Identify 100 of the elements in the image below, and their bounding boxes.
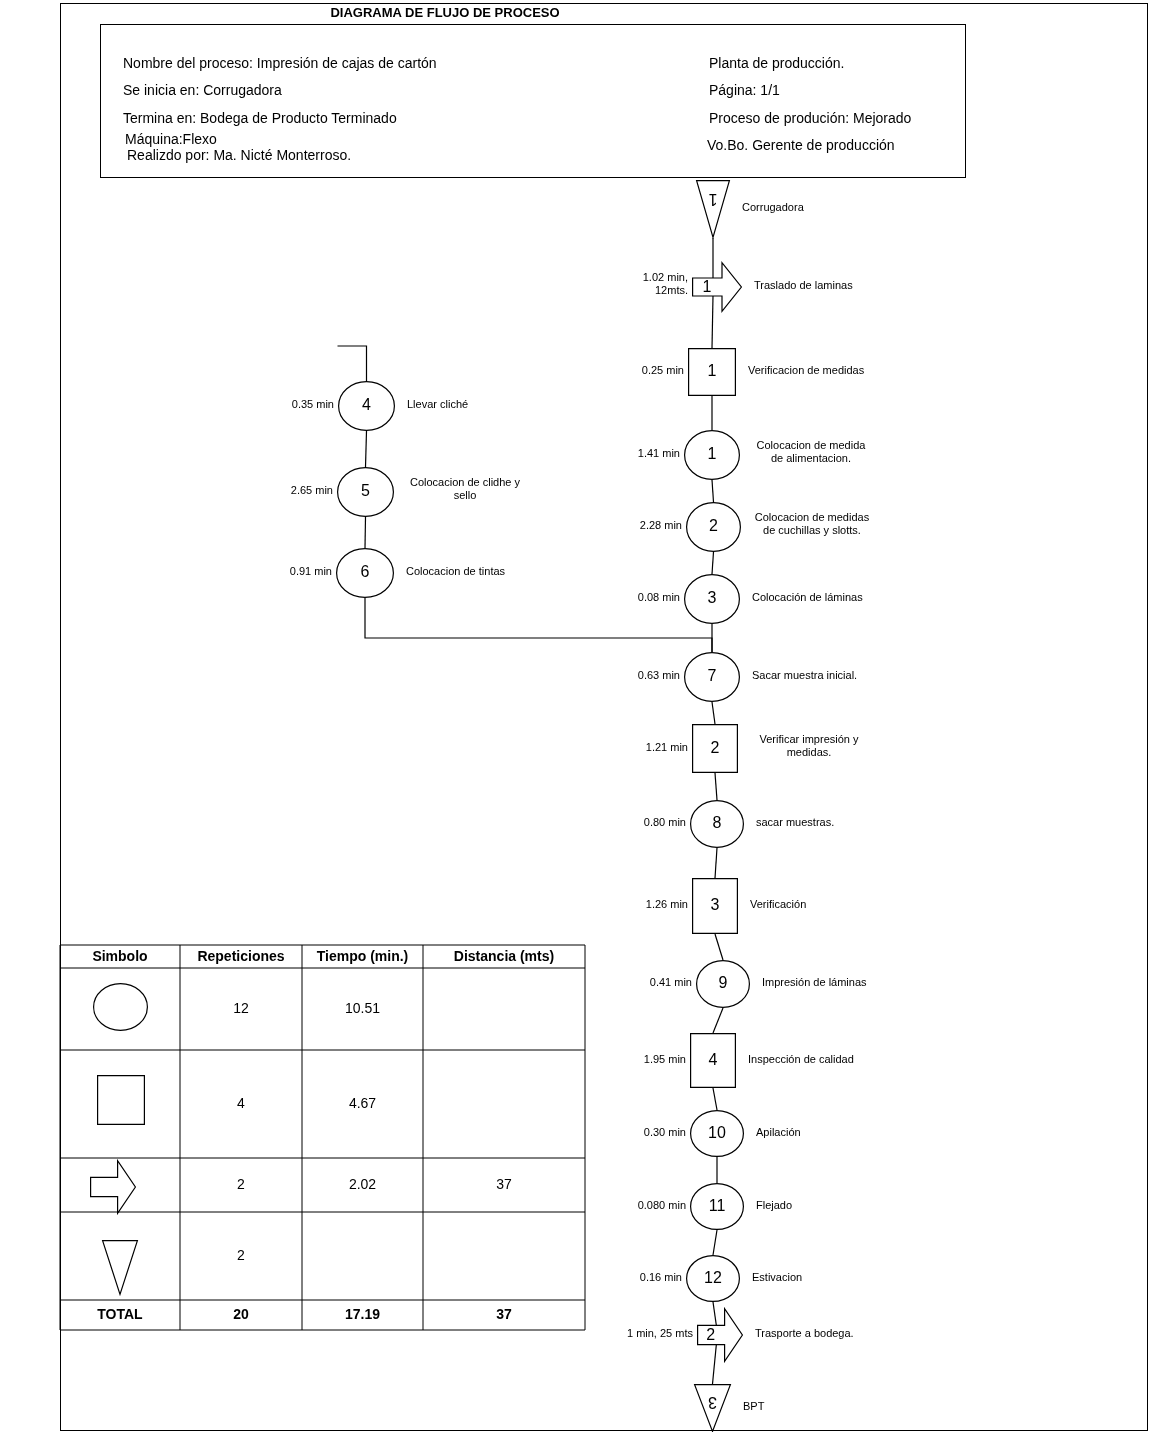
step-number: 6 [359, 563, 371, 581]
time-label: 0.63 min [636, 669, 680, 683]
step-number: 4 [361, 396, 372, 414]
time-label: 2.65 min [289, 484, 333, 498]
time-label: 1.95 min [642, 1052, 686, 1066]
step-number: 9 [717, 974, 729, 992]
time-value: 10.51 [343, 1000, 381, 1016]
connector-line [714, 933, 724, 961]
info-text: Vo.Bo. Gerente de producción [707, 137, 895, 153]
step-description: Flejado [756, 1198, 793, 1212]
connector-line [711, 701, 716, 725]
time-label: 1.26 min [644, 898, 688, 912]
inspection-square [97, 1075, 145, 1125]
info-text: Planta de producción. [709, 55, 845, 71]
time-value: 4.67 [347, 1095, 378, 1111]
info-text: Proceso de produción: Mejorado [709, 110, 912, 126]
storage-triangle [102, 1240, 138, 1295]
info-text: Máquina:Flexo [125, 131, 217, 147]
count-value: 12 [232, 1000, 250, 1016]
step-number: 5 [360, 482, 371, 500]
count-value: 4 [236, 1095, 246, 1111]
step-description: Llevar cliché [407, 398, 469, 412]
info-text: Se inicia en: Corrugadora [123, 82, 282, 98]
time-label: 0.91 min [288, 565, 332, 579]
info-text: Realizdo por: Ma. Nicté Monterroso. [127, 147, 352, 163]
connector-line [712, 1229, 718, 1256]
step-description: sacar muestras. [756, 816, 835, 830]
time-label: 0.080 min [636, 1198, 686, 1212]
step-number: 1 [706, 445, 718, 463]
time-label: 0.35 min [290, 398, 334, 412]
time-value: 2.02 [347, 1176, 378, 1192]
step-description: BPT [743, 1400, 765, 1414]
step-description: Colocación de láminas [752, 591, 863, 605]
distance-value: 37 [495, 1176, 513, 1192]
total-value: 17.19 [343, 1306, 381, 1322]
step-description: Traslado de laminas [754, 279, 853, 293]
time-label: 1.02 min, 12mts. [641, 271, 688, 298]
total-value: 20 [232, 1306, 250, 1322]
step-number: 8 [711, 814, 723, 832]
step-number: 7 [706, 667, 718, 685]
step-description: Sacar muestra inicial. [752, 669, 858, 683]
step-number: 4 [707, 1050, 719, 1069]
column-header: Distancia (mts) [452, 947, 556, 964]
step-number: 3 [707, 1392, 718, 1411]
step-number: 2 [709, 738, 721, 757]
info-text: Termina en: Bodega de Producto Terminado [123, 110, 397, 126]
connector-line [711, 395, 713, 431]
column-header: Simbolo [91, 947, 149, 964]
step-description: Estivacion [752, 1270, 803, 1284]
operation-circle [93, 983, 148, 1031]
connector-line [711, 479, 715, 503]
connector-line [711, 551, 715, 575]
time-label: 2.28 min [638, 519, 682, 533]
connector-line [714, 772, 718, 801]
step-number: 1 [706, 362, 718, 380]
process-info-box [100, 24, 966, 178]
step-number: 11 [707, 1196, 727, 1215]
count-value: 2 [236, 1176, 246, 1192]
step-description: Colocacion de medida de alimentacion. [755, 439, 867, 466]
column-header: Tiempo (min.) [315, 947, 410, 964]
time-label: 1.21 min [644, 740, 688, 754]
time-label: 0.30 min [642, 1125, 686, 1139]
time-label: 1.41 min [636, 447, 680, 461]
step-description: Inspección de calidad [748, 1052, 854, 1066]
step-description: Verificacion de medidas [748, 364, 865, 378]
connector-line [712, 1007, 724, 1034]
count-value: 2 [236, 1247, 246, 1263]
connector-line [364, 430, 368, 468]
step-number: 2 [708, 517, 719, 535]
time-label: 0.16 min [638, 1270, 682, 1284]
connector-line [714, 847, 718, 879]
connector-line [711, 295, 714, 349]
step-number: 12 [703, 1268, 723, 1287]
step-description: Impresión de láminas [762, 976, 867, 990]
page-title: DIAGRAMA DE FLUJO DE PROCESO [329, 5, 561, 20]
step-number: 3 [709, 896, 721, 914]
step-description: Colocacion de tintas [406, 565, 506, 579]
step-description: Verificación [750, 898, 807, 912]
info-text: Nombre del proceso: Impresión de cajas de cartón [123, 55, 437, 71]
step-description: Colocacion de clidhe y sello [408, 476, 522, 503]
connector-line [716, 1156, 718, 1184]
step-description: Colocacion de medidas de cuchillas y slotts. [753, 511, 871, 538]
step-number: 2 [705, 1326, 717, 1344]
time-label: 0.25 min [640, 364, 684, 378]
connector-line [712, 1301, 717, 1326]
step-description: Verificar impresión y medidas. [758, 732, 860, 759]
time-label: 0.08 min [636, 591, 680, 605]
total-value: 37 [495, 1306, 513, 1322]
step-number: 1 [707, 190, 719, 209]
info-text: Página: 1/1 [709, 82, 780, 98]
connector-line [712, 237, 714, 279]
connector-line [364, 597, 713, 653]
connector-line [336, 345, 368, 382]
total-label: TOTAL [96, 1306, 144, 1322]
time-label: 0.41 min [648, 976, 692, 990]
connector-line [712, 1087, 718, 1111]
step-number: 3 [706, 589, 718, 607]
time-label: 0.80 min [642, 816, 686, 830]
column-header: Repeticiones [196, 947, 286, 964]
step-number: 1 [701, 278, 713, 296]
